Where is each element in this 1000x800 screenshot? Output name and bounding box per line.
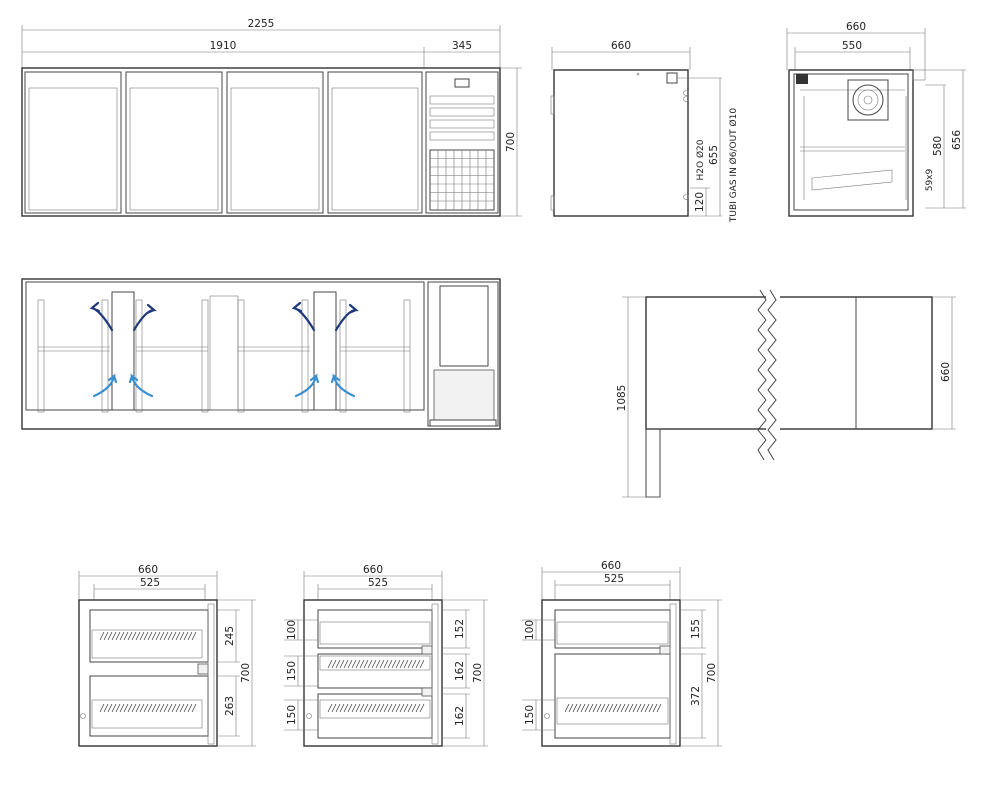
section-three-drawers: 660 525 100 150 150 152 — [284, 564, 488, 747]
dim-b-left1: 100 — [286, 620, 298, 640]
dim-b-left2: 150 — [286, 661, 298, 681]
label-water-pipe: H2O Ø20 — [695, 139, 706, 180]
dim-c-right2: 372 — [690, 686, 702, 706]
dim-side-base: 120 — [694, 192, 706, 212]
dim-section-inner: 550 — [842, 40, 862, 52]
dim-c-inner: 525 — [604, 573, 624, 585]
dim-side-height: 655 — [708, 145, 720, 165]
dim-total-width: 2255 — [248, 18, 275, 30]
dim-b-right1: 152 — [454, 619, 466, 639]
dim-c-left1: 100 — [524, 620, 536, 640]
cross-section: 660 550 580 656 59x9 — [786, 21, 966, 217]
dim-c-right1: 155 — [690, 619, 702, 639]
dim-c-left2: 150 — [524, 705, 536, 725]
dim-b-right3: 162 — [454, 706, 466, 726]
dim-c-height: 700 — [706, 663, 718, 683]
dim-b-right2: 162 — [454, 661, 466, 681]
dim-a-inner: 525 — [140, 577, 160, 589]
section-two-doors: 660 525 245 263 700 — [78, 564, 256, 747]
front-view: 2255 1910 345 700 — [21, 18, 522, 217]
dim-top-depth: 660 — [940, 362, 952, 382]
dim-section-h3: 59x9 — [925, 168, 935, 191]
dim-a-lower: 263 — [224, 696, 236, 716]
side-view: 660 655 120 H2O Ø20 TUBI GAS IN Ø6/OUT Ø… — [550, 40, 739, 223]
dim-side-depth: 660 — [611, 40, 631, 52]
dim-section-depth: 660 — [846, 21, 866, 33]
dim-b-width: 660 — [363, 564, 383, 576]
dim-b-inner: 525 — [368, 577, 388, 589]
top-view: 660 1085 — [616, 289, 956, 498]
section-drawer-door: 660 525 100 150 155 372 700 — [522, 560, 722, 747]
dim-c-width: 660 — [601, 560, 621, 572]
dim-b-left3: 150 — [286, 705, 298, 725]
dim-a-upper: 245 — [224, 626, 236, 646]
label-gas-pipes: TUBI GAS IN Ø6/OUT Ø10 — [728, 108, 739, 223]
dim-front-height: 700 — [505, 132, 517, 152]
plan-view — [21, 278, 501, 430]
dim-section-h1: 580 — [932, 136, 944, 156]
condenser-grille — [430, 150, 494, 210]
dim-b-height: 700 — [472, 663, 484, 683]
dim-a-height: 700 — [240, 663, 252, 683]
dim-unit-width: 345 — [452, 40, 472, 52]
dim-section-h2: 656 — [951, 130, 963, 150]
dim-top-length: 1085 — [616, 385, 628, 412]
dim-a-width: 660 — [138, 564, 158, 576]
dim-cabinet-width: 1910 — [210, 40, 237, 52]
